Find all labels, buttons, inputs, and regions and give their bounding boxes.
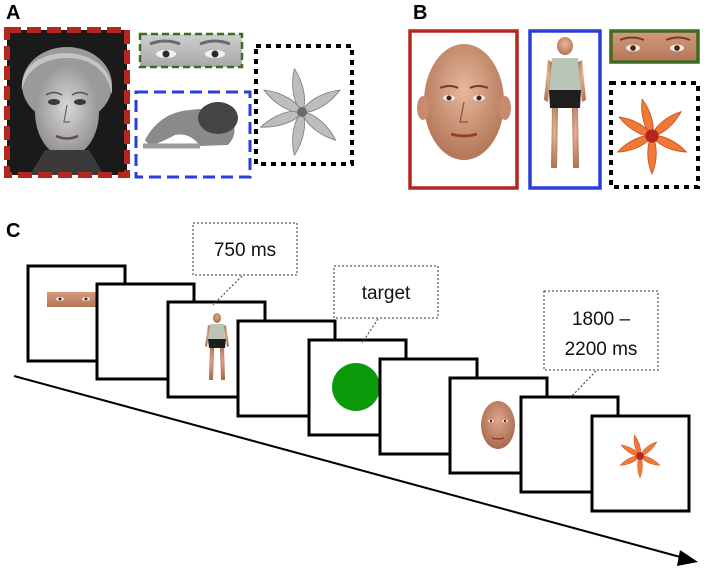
grayscale-face-icon — [7, 30, 127, 175]
callout-iti: 1800 – 2200 ms — [543, 290, 659, 399]
orange-flower-icon — [615, 97, 689, 175]
flower-frame-a — [254, 44, 354, 166]
callout-750ms: 750 ms — [192, 222, 298, 306]
eyes-frame-b — [609, 29, 700, 64]
timeline-arrow — [13, 375, 698, 566]
flower-frame-b — [609, 81, 700, 189]
face-frame — [4, 27, 130, 178]
avatar-eyes-icon — [611, 31, 698, 62]
panel-letter-a: A — [6, 2, 20, 24]
callout-target-text: target — [362, 283, 411, 304]
avatar-body-icon — [544, 37, 586, 168]
body-frame-b — [528, 29, 602, 190]
grayscale-body-icon — [143, 102, 238, 149]
callout-iti-line1: 1800 – — [572, 309, 631, 330]
grayscale-flower-icon — [258, 67, 344, 157]
eyes-frame — [138, 32, 244, 69]
avatar-face-icon — [417, 44, 511, 160]
callout-target: target — [333, 265, 439, 344]
callout-iti-line2: 2200 ms — [565, 339, 638, 360]
green-target-dot — [332, 363, 380, 411]
sequence-frame-flower — [590, 414, 691, 513]
body-frame — [134, 90, 252, 179]
panel-letter-c: C — [6, 220, 20, 242]
grayscale-eyes-icon — [140, 34, 242, 67]
panel-letter-b: B — [413, 2, 427, 24]
callout-750ms-text: 750 ms — [214, 240, 276, 261]
face-frame-b — [408, 29, 519, 190]
